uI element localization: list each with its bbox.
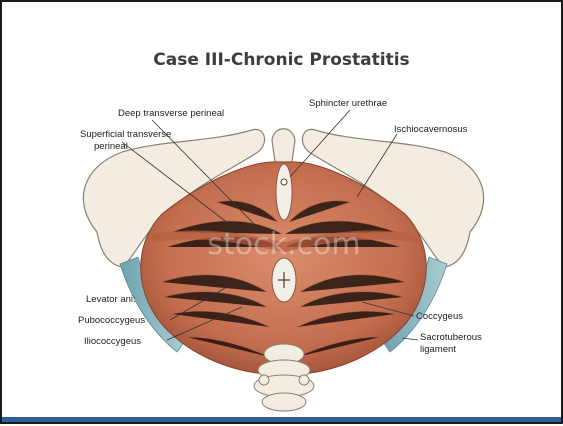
pubic-symphysis xyxy=(272,129,295,162)
label-sacrotuberous-ligament-2: ligament xyxy=(420,344,456,355)
label-sacrotuberous-ligament-1: Sacrotuberous xyxy=(420,332,482,343)
label-sphincter-urethrae: Sphincter urethrae xyxy=(309,98,387,109)
urethral-opening xyxy=(281,179,287,185)
label-iliococcygeus: Iliococcygeus xyxy=(84,336,141,347)
label-deep-transverse-perineal: Deep transverse perineal xyxy=(118,108,224,119)
bottom-accent-bar xyxy=(2,417,561,422)
label-coccygeus: Coccygeus xyxy=(416,311,463,322)
label-ischiocavernosus: Ischiocavernosus xyxy=(394,124,468,135)
label-pubococcygeus: Pubococcygeus xyxy=(78,315,145,326)
label-superficial-transverse-perineal-1: Superficial transverse xyxy=(80,129,171,140)
watermark: stock.com xyxy=(207,227,360,262)
urethra xyxy=(276,164,292,220)
label-levator-ani: Levator ani: xyxy=(86,294,136,305)
label-superficial-transverse-perineal-2: perineal xyxy=(94,141,128,152)
